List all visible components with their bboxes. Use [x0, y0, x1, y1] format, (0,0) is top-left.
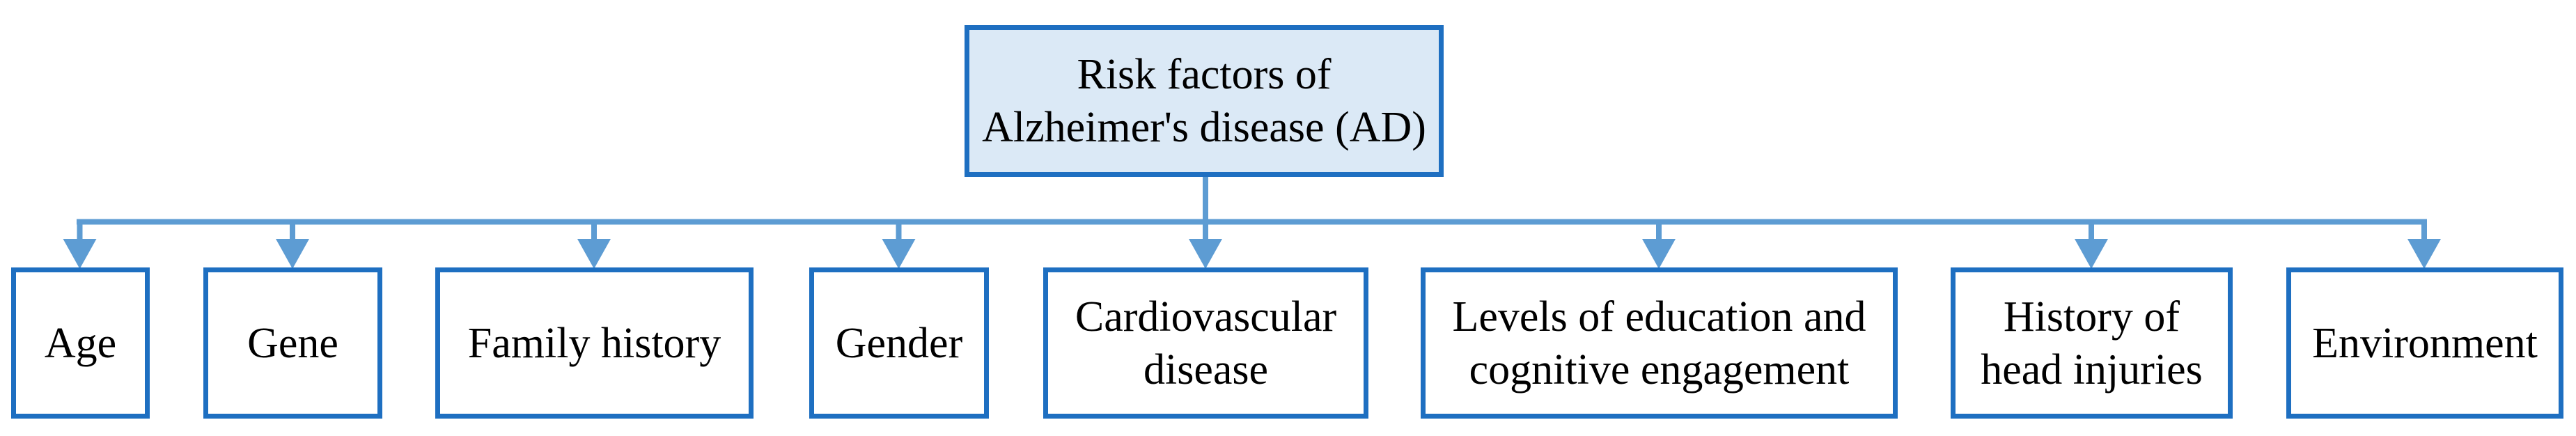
arrowhead-family-history — [577, 239, 611, 269]
node-gender: Gender — [809, 267, 989, 419]
node-label-line: Environment — [2312, 319, 2538, 367]
node-environment: Environment — [2286, 267, 2563, 419]
node-label-line: Levels of education and — [1452, 293, 1866, 341]
node-education-label: Levels of education and cognitive engage… — [1453, 290, 1866, 396]
node-education: Levels of education and cognitive engage… — [1421, 267, 1898, 419]
node-label-line: head injuries — [1981, 345, 2203, 394]
arrowhead-gene — [276, 239, 309, 269]
arrowhead-education — [1642, 239, 1676, 269]
root-node-label: Risk factors of Alzheimer's disease (AD) — [982, 48, 1426, 154]
arrowhead-gender — [882, 239, 916, 269]
node-head-injuries-label: History of head injuries — [1981, 290, 2203, 396]
node-age-label: Age — [45, 317, 116, 370]
node-family-history-label: Family history — [468, 317, 721, 370]
node-label-line: Gene — [247, 319, 338, 367]
arrowhead-age — [63, 239, 97, 269]
node-label-line: Gender — [835, 319, 963, 367]
node-label-line: cognitive engagement — [1469, 345, 1850, 394]
node-label-line: disease — [1143, 345, 1269, 394]
root-node: Risk factors of Alzheimer's disease (AD) — [965, 25, 1444, 177]
root-label-line: Alzheimer's disease (AD) — [982, 104, 1426, 151]
node-label-line: Family history — [467, 319, 721, 367]
node-gene: Gene — [203, 267, 382, 419]
arrowhead-environment — [2407, 239, 2441, 269]
root-label-line: Risk factors of — [1077, 51, 1332, 98]
node-label-line: Cardiovascular — [1075, 293, 1337, 341]
node-environment-label: Environment — [2312, 317, 2538, 370]
node-gene-label: Gene — [247, 317, 338, 370]
node-family-history: Family history — [435, 267, 754, 419]
node-label-line: History of — [2003, 293, 2180, 341]
arrowhead-head-injuries — [2075, 239, 2108, 269]
arrowhead-cardiovascular — [1189, 239, 1222, 269]
node-cardiovascular-label: Cardiovascular disease — [1075, 290, 1336, 396]
node-head-injuries: History of head injuries — [1951, 267, 2233, 419]
node-cardiovascular: Cardiovascular disease — [1043, 267, 1368, 419]
node-gender-label: Gender — [836, 317, 962, 370]
node-label-line: Age — [44, 319, 117, 367]
node-age: Age — [11, 267, 150, 419]
